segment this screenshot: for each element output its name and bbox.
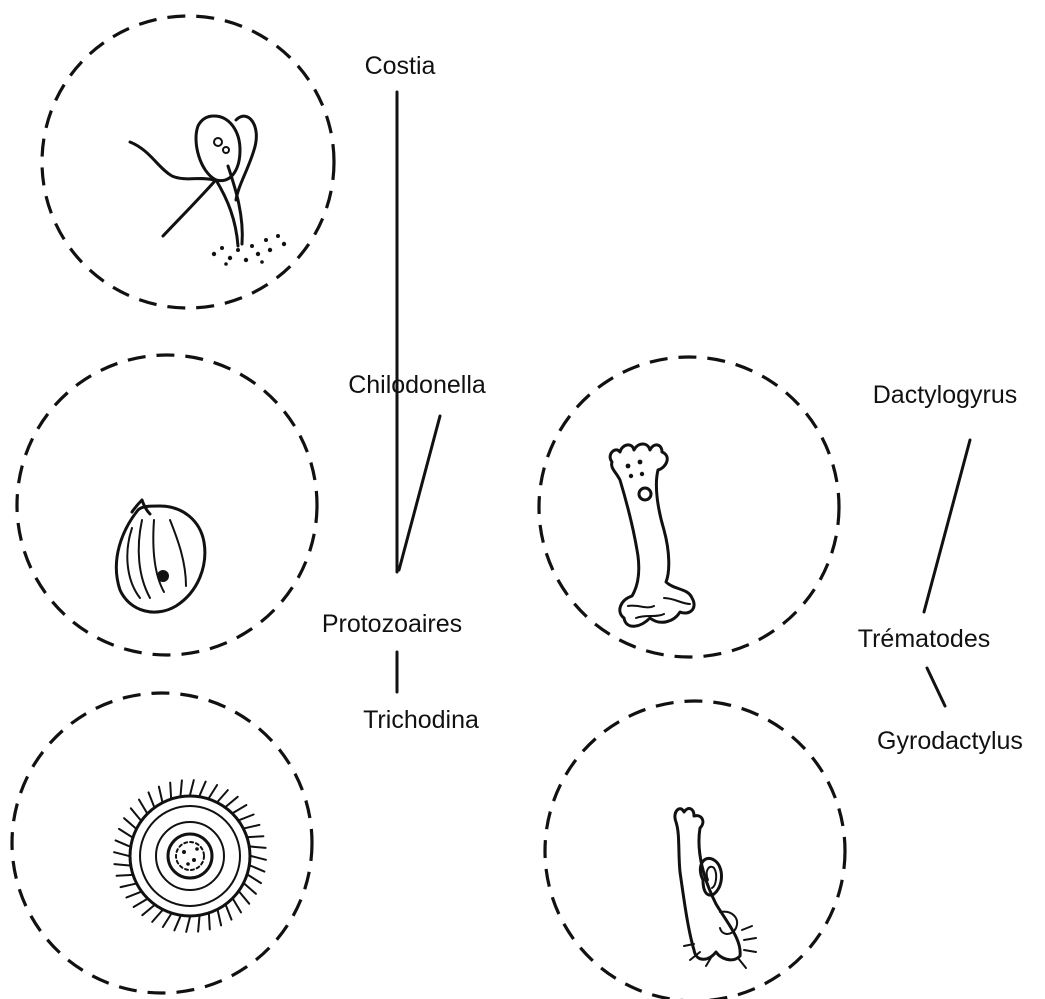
chilodonella-organism-drawing <box>116 500 205 612</box>
label-gyrodactylus: Gyrodactylus <box>877 727 1023 755</box>
costia-organism-drawing <box>130 116 286 266</box>
chilodonella-connector-line <box>399 416 440 570</box>
label-trematodes: Trématodes <box>858 625 990 653</box>
trichodina-organism-drawing <box>114 780 266 932</box>
label-protozoaires: Protozoaires <box>322 610 462 638</box>
dactylogyrus-connector-line <box>924 440 970 612</box>
gyrodactylus-connector-line <box>927 668 945 706</box>
costia-specimen-circle <box>42 16 334 308</box>
label-chilodonella: Chilodonella <box>348 371 486 399</box>
label-costia: Costia <box>365 52 436 80</box>
dactylogyrus-organism-drawing <box>610 444 694 626</box>
label-dactylogyrus: Dactylogyrus <box>873 381 1018 409</box>
gyrodactylus-organism-drawing <box>675 809 756 968</box>
trichodina-specimen-circle <box>12 693 312 993</box>
label-trichodina: Trichodina <box>363 706 479 734</box>
